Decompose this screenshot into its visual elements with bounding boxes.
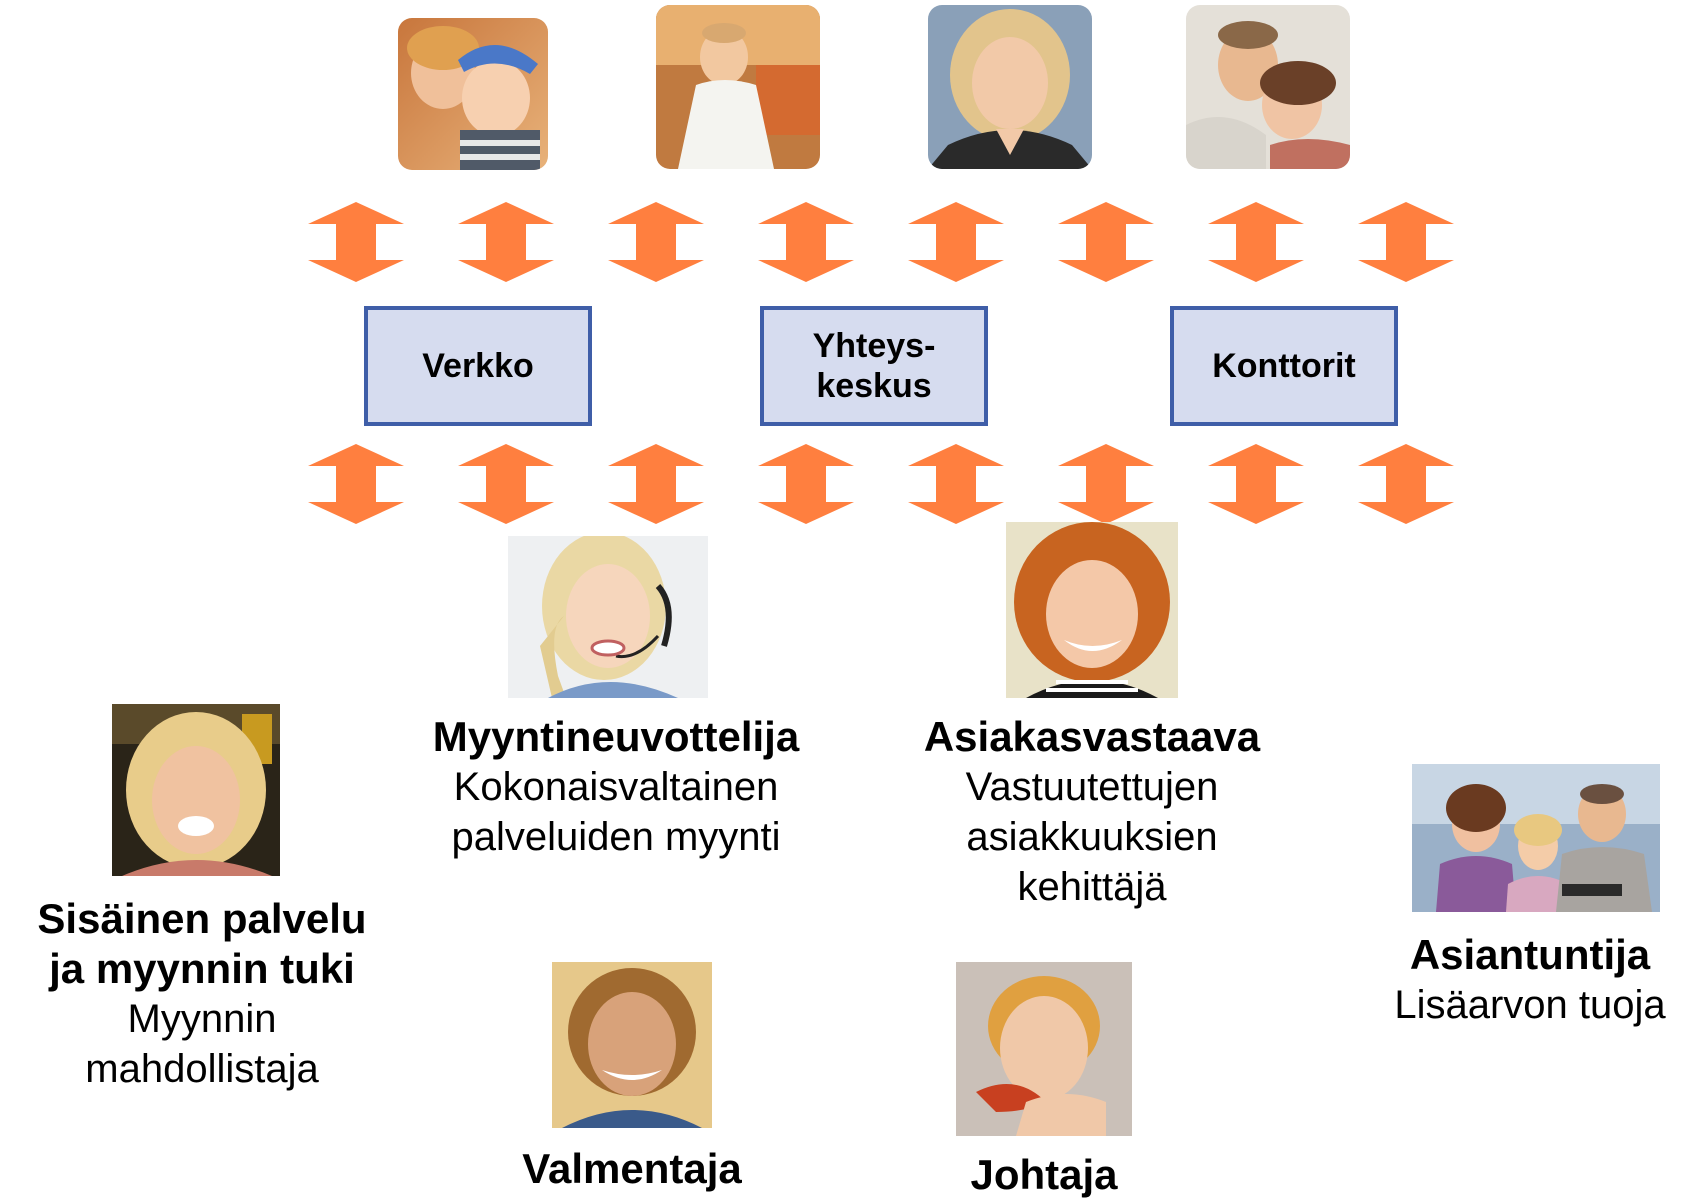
double-arrow-icon <box>458 444 554 524</box>
photo-asiantuntija <box>1412 764 1660 912</box>
role-title-valmentaja: Valmentaja <box>522 1145 742 1192</box>
role-sisainen-palvelu: Sisäinen palvelu ja myynnin tuki Myynnin… <box>0 894 404 1094</box>
role-desc-sisainen-palvelu: Myynnin mahdollistaja <box>85 997 319 1091</box>
customer-photo-blonde-woman <box>928 5 1092 169</box>
role-title-myyntineuvottelija: Myyntineuvottelija <box>432 713 800 760</box>
double-arrow-icon <box>908 444 1004 524</box>
channel-label-yhteyskeskus: Yhteys- keskus <box>812 327 936 405</box>
role-asiakasvastaava: Asiakasvastaava Vastuutettujen asiakkuuk… <box>870 712 1314 912</box>
role-title-asiantuntija: Asiantuntija <box>1409 931 1651 978</box>
role-valmentaja: Valmentaja <box>472 1144 792 1194</box>
double-arrow-icon <box>458 202 554 282</box>
double-arrow-icon <box>608 444 704 524</box>
role-johtaja: Johtaja <box>884 1150 1204 1200</box>
double-arrow-icon <box>1358 444 1454 524</box>
channel-label-konttorit: Konttorit <box>1212 347 1356 385</box>
double-arrow-icon <box>308 202 404 282</box>
role-title-johtaja: Johtaja <box>970 1151 1118 1198</box>
double-arrow-icon <box>1208 202 1304 282</box>
role-myyntineuvottelija: Myyntineuvottelija Kokonaisvaltainen pal… <box>392 712 840 862</box>
double-arrow-icon <box>1208 444 1304 524</box>
role-desc-asiantuntija: Lisäarvon tuoja <box>1394 983 1666 1027</box>
photo-myyntineuvottelija <box>508 536 708 698</box>
role-asiantuntija: Asiantuntija Lisäarvon tuoja <box>1356 930 1704 1030</box>
double-arrow-icon <box>758 202 854 282</box>
photo-johtaja <box>956 962 1132 1136</box>
photo-valmentaja <box>552 962 712 1128</box>
double-arrow-icon <box>758 444 854 524</box>
double-arrow-icon <box>308 444 404 524</box>
double-arrow-icon <box>1058 444 1154 524</box>
channel-box-yhteyskeskus: Yhteys- keskus <box>760 306 988 426</box>
double-arrow-icon <box>1058 202 1154 282</box>
role-title-sisainen-palvelu: Sisäinen palvelu ja myynnin tuki <box>37 895 367 992</box>
customer-photo-couple <box>1186 5 1350 169</box>
role-desc-asiakasvastaava: Vastuutettujen asiakkuuksien kehittäjä <box>965 765 1219 909</box>
channel-box-konttorit: Konttorit <box>1170 306 1398 426</box>
photo-asiakasvastaava <box>1006 522 1178 698</box>
channel-box-verkko: Verkko <box>364 306 592 426</box>
channel-label-verkko: Verkko <box>422 347 534 385</box>
double-arrow-icon <box>1358 202 1454 282</box>
double-arrow-icon <box>908 202 1004 282</box>
photo-sisainen-palvelu <box>112 704 280 876</box>
customer-photo-smiling-man <box>656 5 820 169</box>
double-arrow-icon <box>608 202 704 282</box>
role-title-asiakasvastaava: Asiakasvastaava <box>923 713 1261 760</box>
customer-photo-mother-child <box>398 18 548 170</box>
role-desc-myyntineuvottelija: Kokonaisvaltainen palveluiden myynti <box>451 765 781 859</box>
